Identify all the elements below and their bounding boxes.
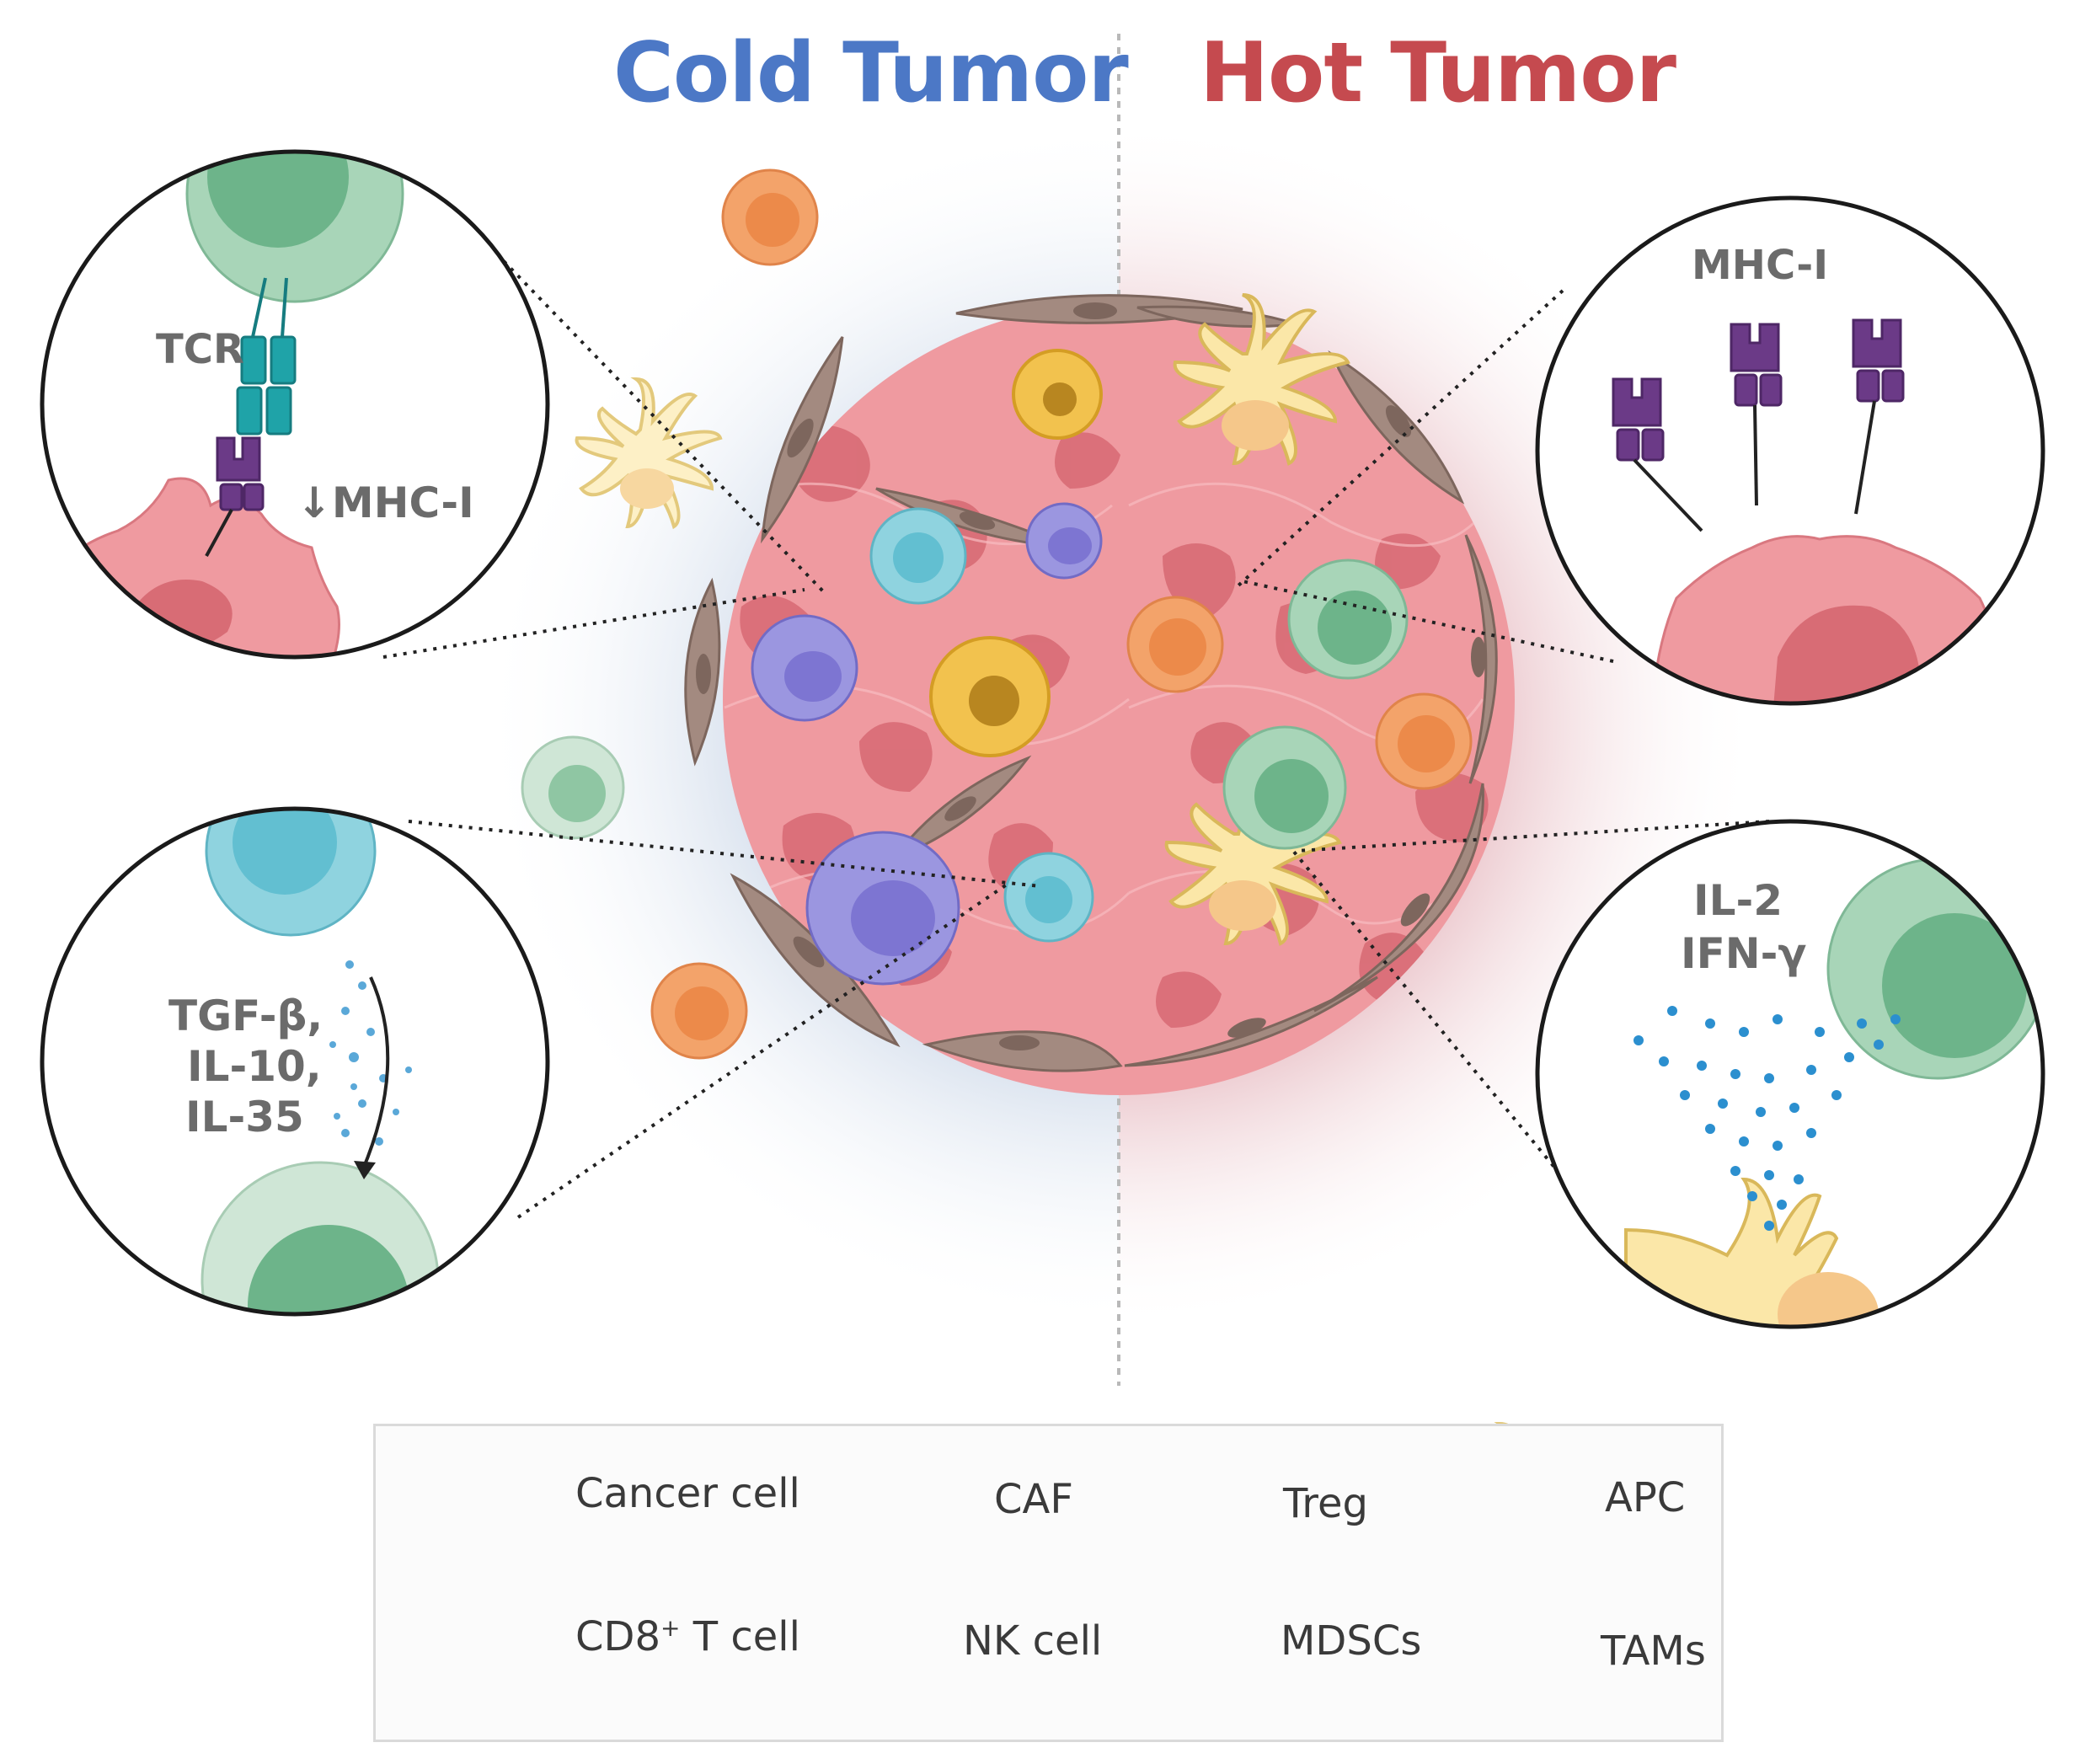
legend bbox=[373, 1424, 1724, 1742]
nk-cell bbox=[1126, 596, 1224, 693]
ifn-gamma-label: IFN-γ bbox=[1681, 929, 1807, 978]
cd8-suffix: T cell bbox=[680, 1613, 800, 1660]
mdsc-cell bbox=[805, 831, 960, 986]
legend-label-caf: CAF bbox=[994, 1476, 1073, 1523]
cd8-t-cell bbox=[1287, 559, 1409, 680]
legend-label-cancer-cell: Cancer cell bbox=[575, 1470, 800, 1517]
zoom-connectors bbox=[382, 259, 1770, 1219]
cd8-superscript: + bbox=[660, 1614, 681, 1642]
cold-tumor-title: Cold Tumor bbox=[613, 25, 1129, 121]
tcr-receptor bbox=[236, 277, 297, 436]
mhc-receptor bbox=[205, 436, 265, 557]
nk-cell bbox=[721, 168, 819, 266]
il10-label: IL-10, bbox=[187, 1042, 322, 1091]
cold-side-cells bbox=[751, 349, 1103, 986]
mhc-receptors bbox=[1612, 318, 1905, 532]
treg-cell bbox=[869, 507, 967, 605]
zoom-tgf bbox=[40, 806, 550, 1317]
hot-tumor-title: Hot Tumor bbox=[1200, 25, 1676, 121]
cytokine-dots bbox=[1633, 1006, 1901, 1231]
legend-label-tam: TAMs bbox=[1601, 1628, 1706, 1675]
il2-label: IL-2 bbox=[1693, 876, 1783, 925]
legend-label-mdsc: MDSCs bbox=[1281, 1617, 1422, 1665]
zoom-tcr bbox=[40, 149, 550, 660]
nk-cell bbox=[1375, 692, 1473, 790]
mhc-down-label: ↓MHC-I bbox=[297, 478, 474, 527]
cytokine-dots bbox=[329, 960, 412, 1146]
tam-cell bbox=[1012, 349, 1103, 440]
mhc-label: MHC-I bbox=[1692, 242, 1829, 289]
cd8-t-cell bbox=[1222, 725, 1347, 850]
tgf-beta-label: TGF-β, bbox=[168, 992, 323, 1040]
mdsc-cell bbox=[751, 614, 858, 722]
apc-cell bbox=[1173, 293, 1350, 466]
mdsc-cell bbox=[1025, 502, 1103, 580]
zoom-il2 bbox=[1535, 819, 2045, 1329]
treg-cell bbox=[1003, 852, 1094, 943]
caf-cells bbox=[684, 294, 1498, 1072]
legend-label-nk-cell: NK cell bbox=[963, 1617, 1103, 1665]
tam-cell bbox=[929, 636, 1051, 757]
legend-label-treg: Treg bbox=[1283, 1480, 1368, 1527]
cd8-prefix: CD8 bbox=[575, 1613, 661, 1660]
cd8-t-cell bbox=[521, 735, 625, 840]
il35-label: IL-35 bbox=[185, 1093, 304, 1141]
nk-cell bbox=[650, 962, 748, 1060]
legend-label-cd8-t-cell: CD8+ T cell bbox=[575, 1613, 800, 1660]
legend-label-apc: APC bbox=[1605, 1474, 1686, 1521]
apc-cell bbox=[575, 377, 723, 530]
hot-side-cells bbox=[1126, 293, 1473, 946]
tcr-label: TCR bbox=[156, 326, 244, 373]
outside-cells bbox=[521, 168, 819, 1060]
